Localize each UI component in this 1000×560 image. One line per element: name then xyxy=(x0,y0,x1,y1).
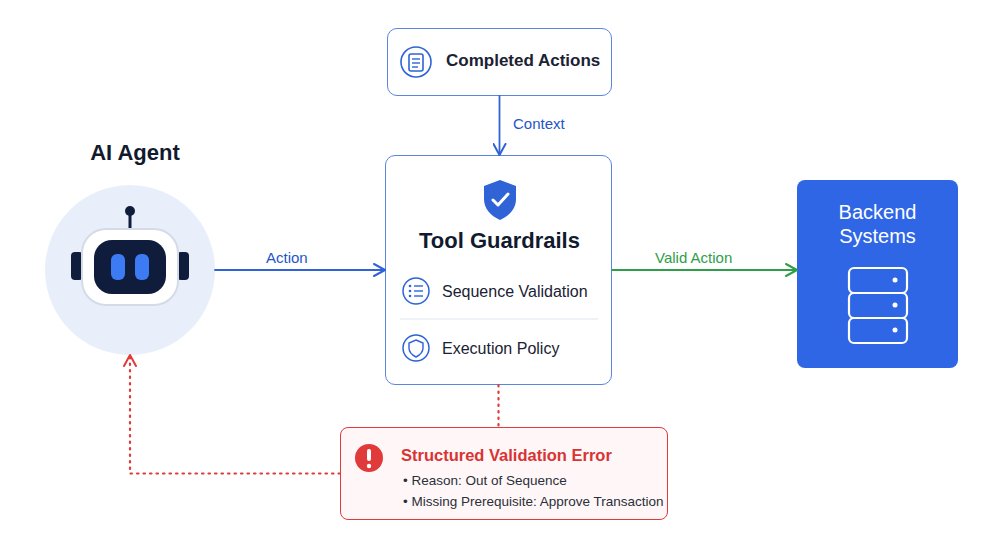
edge-label: Action xyxy=(266,249,308,266)
node-title: Tool Guardrails xyxy=(386,228,613,254)
dotted-connector xyxy=(130,355,340,474)
node-text: • Missing Prerequisite: Approve Transact… xyxy=(403,494,665,510)
context-box: Completed Actions xyxy=(387,28,612,96)
dotted-connector xyxy=(497,385,499,427)
arrow-connector xyxy=(612,269,797,271)
error-box: Structured Validation Error • Reason: Out… xyxy=(340,427,668,520)
node-text: Execution Policy xyxy=(442,339,612,358)
edge-label: Context xyxy=(513,115,565,132)
node-title: AI Agent xyxy=(40,140,230,166)
agent-circle xyxy=(45,185,215,355)
guardrails-box: Tool GuardrailsSequence ValidationExecut… xyxy=(385,155,612,385)
arrow-connector xyxy=(215,269,385,271)
backend-box: Backend Systems xyxy=(797,180,958,368)
agent-node: AI Agent xyxy=(40,140,230,360)
node-text: Sequence Validation xyxy=(442,282,612,301)
node-title: Structured Validation Error xyxy=(401,446,666,466)
node-title: Backend Systems xyxy=(807,200,948,248)
edge-label: Valid Action xyxy=(655,249,732,266)
node-text: • Reason: Out of Sequence xyxy=(403,473,665,489)
node-title: Completed Actions xyxy=(446,51,611,71)
arrow-connector xyxy=(499,96,501,155)
